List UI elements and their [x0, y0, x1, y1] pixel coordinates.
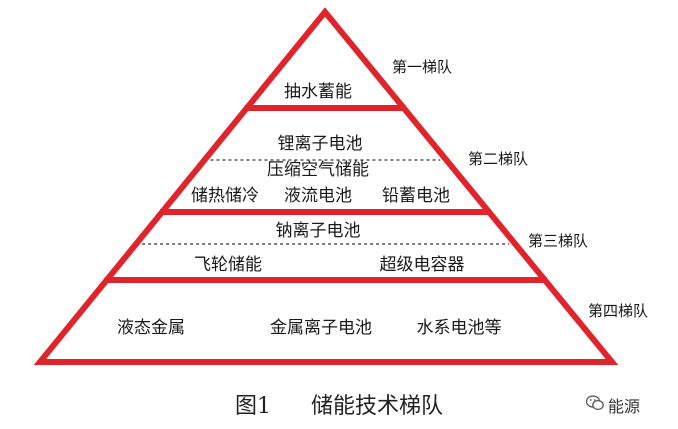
- tech-label-t2-r3-c1: 储热储冷: [191, 186, 259, 206]
- pyramid-outline: [33, 7, 619, 365]
- wechat-icon: [586, 395, 604, 411]
- tech-label-t4-r1-c2: 金属离子电池: [270, 318, 372, 338]
- tech-label-t1-r1-c1: 抽水蓄能: [284, 82, 352, 102]
- watermark-text: 能源: [608, 397, 641, 416]
- tier-label-3: 第三梯队: [528, 232, 588, 250]
- tier-dividers: [142, 159, 510, 245]
- tech-label-t2-r1-c1: 锂离子电池: [278, 134, 363, 154]
- pyramid-triangle: [33, 7, 619, 365]
- tech-label-t3-r2-c2: 超级电容器: [380, 255, 465, 275]
- tech-label-t2-r3-c3: 铅蓄电池: [382, 186, 450, 206]
- tier-label-4: 第四梯队: [588, 302, 648, 320]
- tech-label-t3-r1-c1: 钠离子电池: [276, 221, 361, 241]
- tech-label-t4-r1-c1: 液态金属: [117, 318, 185, 338]
- tech-label-t3-r2-c1: 飞轮储能: [194, 255, 262, 275]
- tech-label-t2-r2-c1: 压缩空气储能: [267, 160, 369, 180]
- tech-label-t4-r1-c3: 水系电池等: [417, 318, 502, 338]
- caption-title: 储能技术梯队: [310, 394, 443, 419]
- caption-figure-number: 图1: [234, 394, 271, 419]
- figure-caption: 图1 储能技术梯队: [0, 388, 678, 420]
- tech-label-t2-r3-c2: 液流电池: [284, 186, 352, 206]
- tier-label-2: 第二梯队: [468, 150, 528, 168]
- tier-label-1: 第一梯队: [392, 58, 452, 76]
